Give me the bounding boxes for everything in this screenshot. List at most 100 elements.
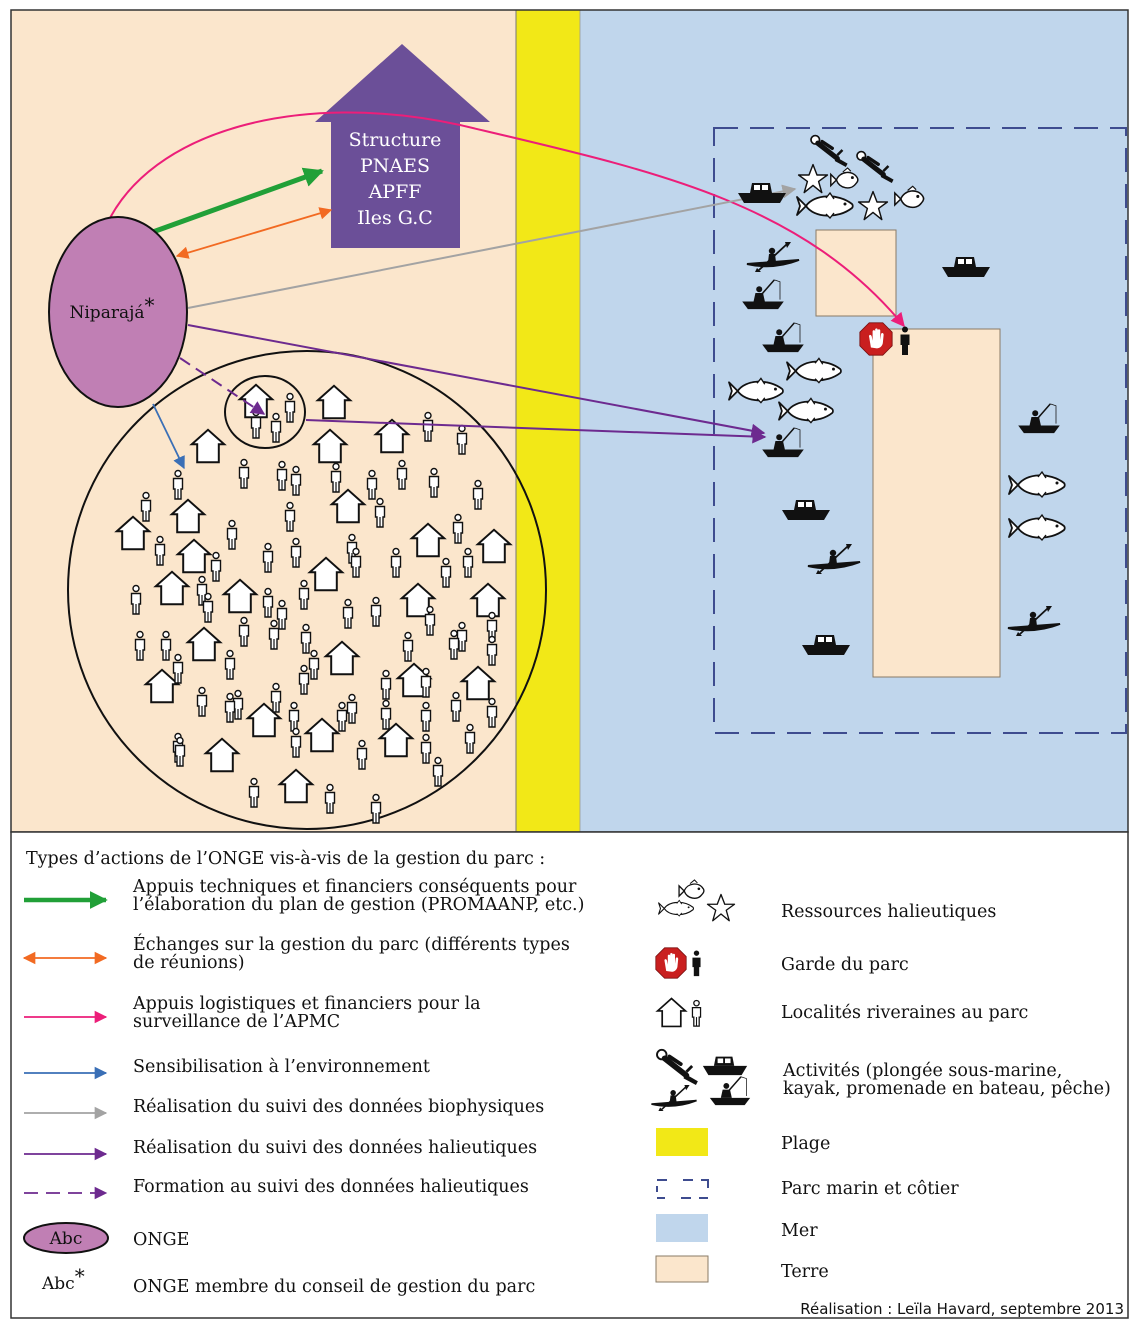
person-icon [462, 547, 474, 578]
sea-area [580, 10, 1128, 832]
structure-label-1: Structure [349, 129, 442, 151]
person-icon [324, 783, 336, 814]
arrow-pink-logistic [105, 111, 905, 328]
person-icon [424, 605, 436, 636]
person-icon [160, 630, 172, 661]
structure-label-3: APFF [368, 181, 422, 203]
person-icon [450, 691, 462, 722]
person-icon [486, 697, 498, 728]
person-icon [268, 619, 280, 650]
person-icon [298, 664, 310, 695]
person-icon [300, 623, 312, 654]
island-large [872, 328, 1001, 678]
legend-park-guard: Garde du parc [655, 947, 909, 979]
legend-land: Terre [655, 1255, 829, 1283]
structure-label-2: PNAES [360, 155, 430, 177]
structure-node: Structure PNAES APFF Iles G.C [315, 44, 490, 248]
legend-arrow-label: Formation au suivi des données halieutiq… [133, 1177, 529, 1197]
legend-arrow-label: surveillance de l’APMC [133, 1012, 340, 1032]
legend-arrow-item: Réalisation du suivi des données halieut… [24, 1138, 537, 1161]
niparaja-label: Niparajá* [70, 293, 155, 323]
legend-activities: Activités (plongée sous-marine, kayak, p… [650, 1050, 1111, 1112]
legend-label-localities: Localités riveraines au parc [781, 1003, 1028, 1023]
legend-arrow-label: Appuis logistiques et financiers pour la [132, 994, 481, 1014]
person-icon [336, 701, 348, 732]
onge-symbol-text: Abc [49, 1229, 83, 1249]
person-icon [390, 547, 402, 578]
legend-label-activities-2: kayak, promenade en bateau, pêche) [783, 1079, 1111, 1099]
arrow-purple-halieutic [187, 324, 766, 438]
legend: Types d’actions de l’ONGE vis-à-vis de l… [22, 849, 1124, 1318]
legend-localities: Localités riveraines au parc [656, 997, 1028, 1028]
person-icon [250, 408, 262, 439]
legend-arrow-label: Réalisation du suivi des données halieut… [133, 1138, 537, 1158]
person-icon [350, 547, 362, 578]
legend-arrow-item: Sensibilisation à l’environnement [24, 1057, 430, 1080]
arrow-dashed-training [179, 357, 266, 415]
person-icon [486, 635, 498, 666]
sub-community-circle [224, 375, 306, 449]
legend-sea: Mer [656, 1214, 818, 1242]
person-icon [420, 733, 432, 764]
credit-text: Réalisation : Leïla Havard, septembre 20… [800, 1300, 1124, 1318]
beach-strip [516, 10, 580, 832]
legend-onge-member: Abc* ONGE membre du conseil de gestion d… [41, 1264, 535, 1297]
person-icon [238, 458, 250, 489]
legend-arrow-item: Échanges sur la gestion du parc (différe… [22, 934, 570, 973]
person-icon [402, 631, 414, 662]
person-icon [196, 575, 208, 606]
person-icon [276, 460, 288, 491]
legend-label-guard: Garde du parc [781, 955, 909, 975]
person-icon [134, 630, 146, 661]
person-icon [276, 599, 288, 630]
legend-arrow-item: Appuis techniques et financiers conséque… [24, 877, 584, 915]
person-icon [440, 557, 452, 588]
person-icon [370, 596, 382, 627]
person-icon [380, 669, 392, 700]
person-icon [130, 584, 142, 615]
person-icon [262, 542, 274, 573]
arrow-gray-biophysical [187, 184, 797, 309]
person-icon [342, 598, 354, 629]
person-icon [248, 777, 260, 808]
person-icon [422, 411, 434, 442]
person-icon [472, 479, 484, 510]
person-icon [262, 587, 274, 618]
person-icon [202, 592, 214, 623]
legend-arrows: Appuis techniques et financiers conséque… [22, 877, 584, 1200]
legend-arrow-label: Réalisation du suivi des données biophys… [133, 1097, 544, 1117]
legend-label-sea: Mer [781, 1221, 818, 1241]
legend-label-beach: Plage [781, 1134, 830, 1154]
legend-fish-resources: Ressources halieutiques [658, 879, 996, 922]
person-icon [172, 469, 184, 500]
legend-label-resources: Ressources halieutiques [781, 902, 996, 922]
person-icon [420, 701, 432, 732]
legend-title: Types d’actions de l’ONGE vis-à-vis de l… [26, 849, 545, 869]
person-icon [330, 462, 342, 493]
niparaja-node: Niparajá* [48, 216, 188, 408]
person-icon [366, 469, 378, 500]
onge-member-label: ONGE membre du conseil de gestion du par… [133, 1277, 535, 1297]
person-icon [210, 551, 222, 582]
person-icon [174, 736, 186, 767]
arrow-purple-community [305, 419, 767, 444]
legend-label-park: Parc marin et côtier [781, 1179, 959, 1199]
person-icon [448, 629, 460, 660]
person-icon [456, 424, 468, 455]
onge-member-symbol: Abc* [41, 1264, 85, 1294]
legend-beach: Plage [656, 1128, 830, 1156]
person-icon [298, 579, 310, 610]
onge-label: ONGE [133, 1230, 189, 1250]
person-icon [432, 756, 444, 787]
person-icon [270, 682, 282, 713]
person-icon [346, 693, 358, 724]
person-icon [284, 501, 296, 532]
arrow-orange-exchanges [175, 207, 333, 259]
person-icon [380, 699, 392, 730]
community-circle [67, 350, 547, 830]
legend-arrow-label: de réunions) [133, 953, 245, 973]
person-icon [370, 793, 382, 824]
person-icon [172, 653, 184, 684]
person-icon [290, 465, 302, 496]
park-boundary [713, 127, 1127, 734]
